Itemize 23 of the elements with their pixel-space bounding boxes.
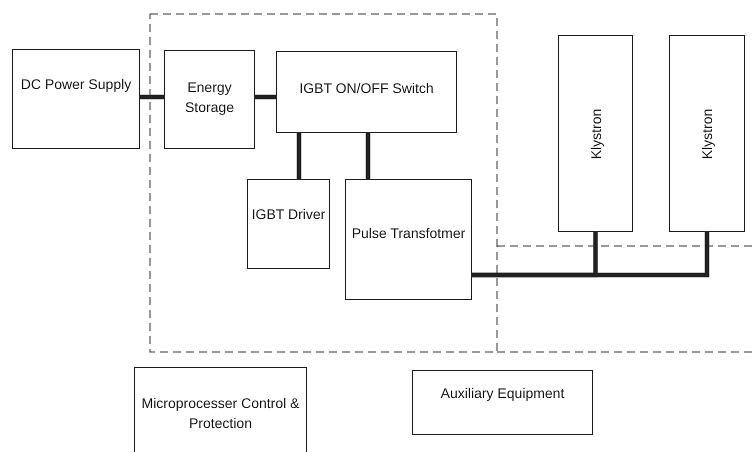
block-label: Klystron <box>699 108 715 159</box>
block-box <box>276 51 457 133</box>
connector-line <box>472 232 710 278</box>
block-label: Energy Storage <box>184 78 236 117</box>
block-box <box>345 179 472 300</box>
block-label: IGBT Driver <box>250 205 326 224</box>
block-box <box>134 367 307 452</box>
connector-line <box>255 94 276 100</box>
block-label: Pulse Transfotmer <box>350 224 466 243</box>
block-label: IGBT ON/OFF Switch <box>298 79 435 98</box>
block-label: DC Power Supply <box>20 75 132 94</box>
block-box <box>164 50 255 149</box>
block-label: Klystron <box>588 108 604 159</box>
connector-line <box>366 133 370 179</box>
block-box <box>669 35 745 232</box>
block-box <box>558 35 633 232</box>
block-label: Microprocesser Control & Protection <box>140 394 300 433</box>
block-label: Auxiliary Equipment <box>440 384 566 403</box>
connector-line <box>296 133 302 179</box>
block-box <box>12 49 140 149</box>
block-box <box>412 370 593 435</box>
connector-line <box>140 94 164 100</box>
block-box <box>247 179 330 269</box>
